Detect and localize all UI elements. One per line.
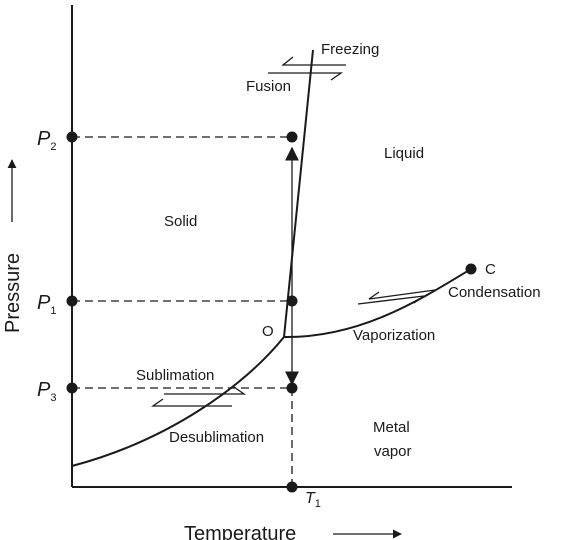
sublimation-curve bbox=[71, 336, 285, 467]
p3-label: P3 bbox=[37, 379, 56, 404]
sublimation-desublimation-arrows bbox=[150, 386, 247, 407]
p2-label: P2 bbox=[37, 128, 56, 153]
fusion-label: Fusion bbox=[246, 78, 291, 95]
fusion-curve bbox=[283, 49, 314, 338]
t1-point bbox=[286, 481, 298, 493]
solid-label: Solid bbox=[164, 213, 197, 230]
x-axis-title: Temperature bbox=[184, 523, 296, 540]
p1-axis-dot bbox=[66, 295, 78, 307]
condensation-label: Condensation bbox=[448, 284, 541, 301]
vaporization-label: Vaporization bbox=[353, 327, 435, 344]
liquid-label: Liquid bbox=[384, 145, 424, 162]
condensation-vaporization-arrows bbox=[357, 289, 436, 305]
fusion-freezing-arrows bbox=[268, 56, 346, 81]
vaporization-curve bbox=[283, 268, 472, 339]
p1-label: P1 bbox=[37, 292, 56, 317]
t1-label: T1 bbox=[305, 490, 321, 510]
p1-point bbox=[286, 295, 298, 307]
p2-axis-dot bbox=[66, 131, 78, 143]
metal-vapor-label-line2: vapor bbox=[374, 443, 412, 460]
triple-point-label: O bbox=[262, 323, 274, 340]
sublimation-label: Sublimation bbox=[136, 367, 214, 384]
p2-point bbox=[286, 131, 298, 143]
y-axis-title: Pressure bbox=[2, 253, 24, 333]
p3-point bbox=[286, 382, 298, 394]
critical-point-label: C bbox=[485, 261, 496, 278]
desublimation-label: Desublimation bbox=[169, 429, 264, 446]
freezing-label: Freezing bbox=[321, 41, 379, 58]
critical-point bbox=[465, 263, 477, 275]
p3-axis-dot bbox=[66, 382, 78, 394]
metal-vapor-label-line1: Metal bbox=[373, 419, 410, 436]
